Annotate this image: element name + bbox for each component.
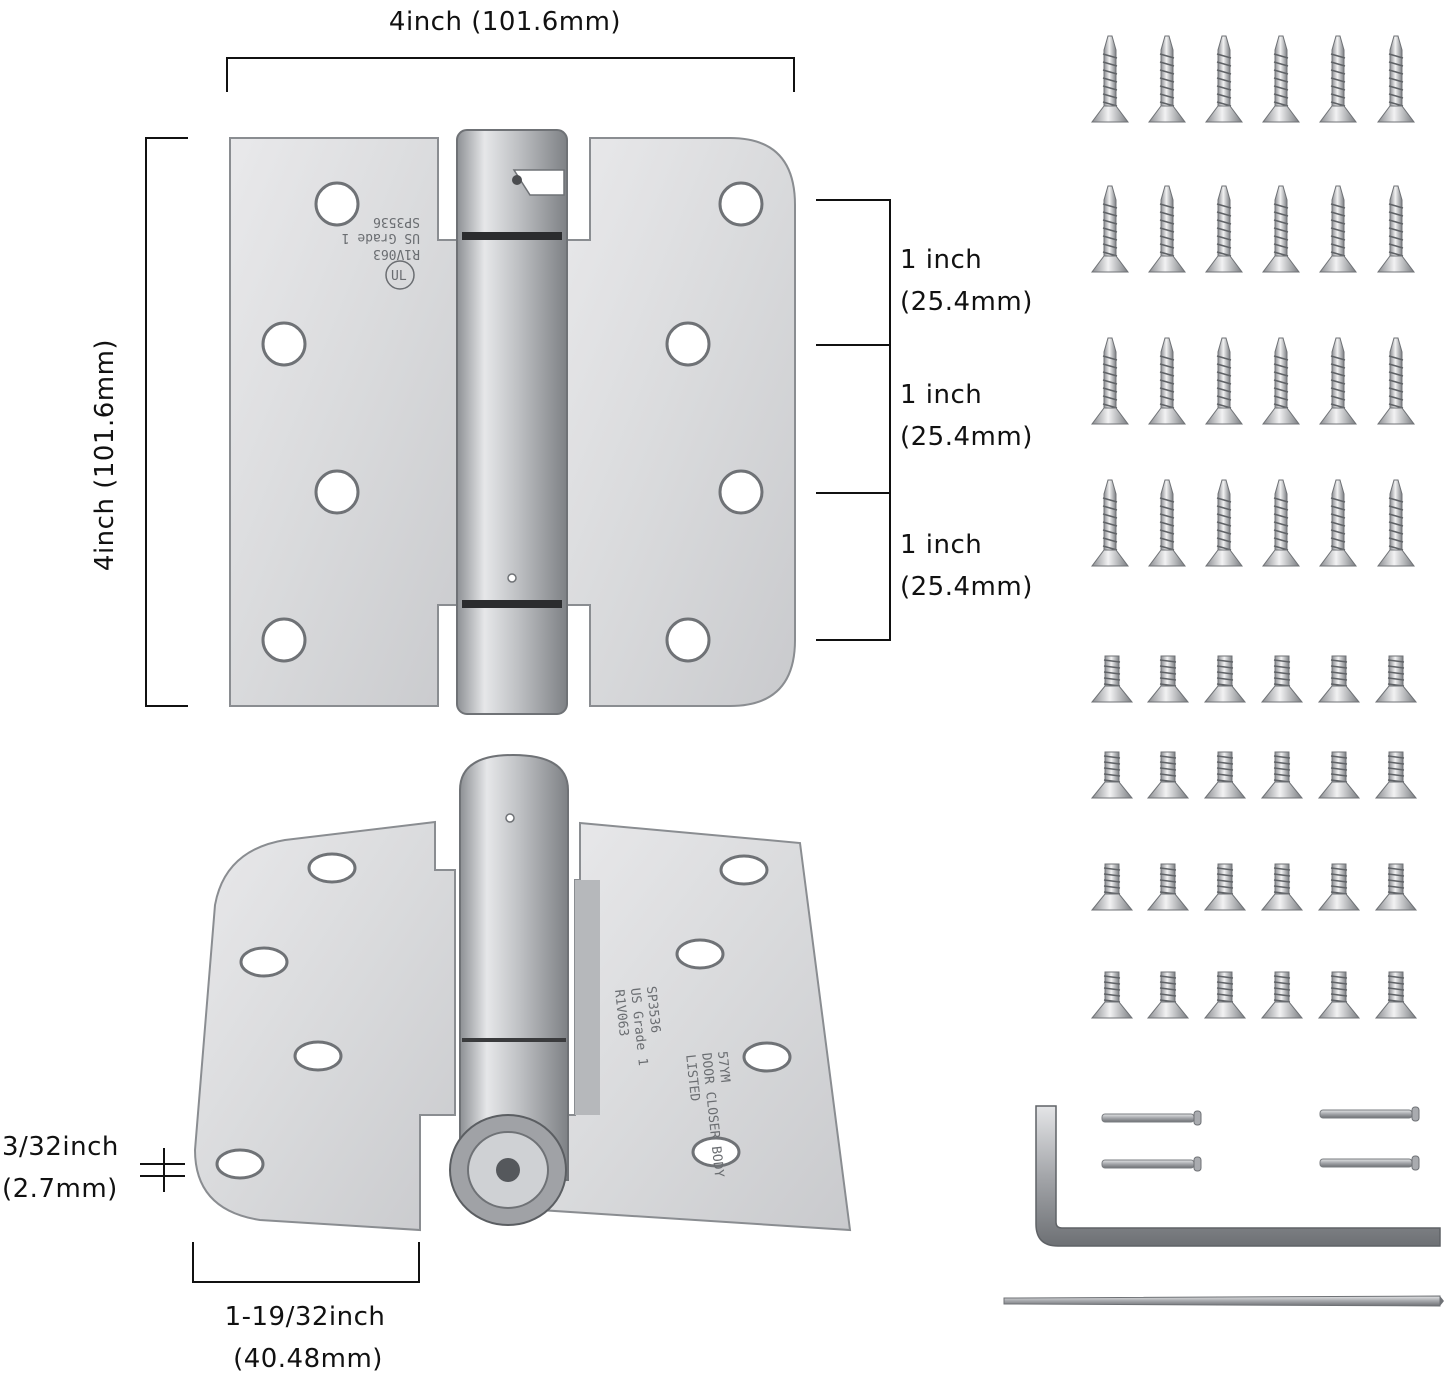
ul-logo: UL	[385, 260, 415, 290]
hinge-front-view: R1V063 US Grade 1 SP3536 UL	[229, 129, 796, 715]
wood-screw-icon	[1091, 35, 1415, 123]
thickness-inch: 3/32inch	[2, 1132, 119, 1162]
svg-text:SP3536: SP3536	[643, 986, 663, 1034]
thickness-mm: (2.7mm)	[2, 1174, 118, 1204]
machine-screws-grid	[1091, 655, 1417, 1019]
wood-screw-icon	[1091, 479, 1415, 567]
spacing-2-mm: (25.4mm)	[900, 422, 1033, 452]
width-dimension-label: 4inch (101.6mm)	[389, 7, 621, 37]
leaf-width-inch: 1-19/32inch	[225, 1302, 386, 1332]
svg-text:R1V063: R1V063	[373, 246, 420, 261]
spacing-1-mm: (25.4mm)	[900, 287, 1033, 317]
svg-text:SP3536: SP3536	[373, 214, 420, 229]
pin-icon	[1101, 1106, 1420, 1172]
svg-text:57YM: 57YM	[714, 1050, 732, 1083]
hole-spacing-dimensions: 1 inch (25.4mm) 1 inch (25.4mm) 1 inch (…	[816, 199, 1033, 641]
machine-screw-icon	[1091, 863, 1417, 911]
spacing-3-inch: 1 inch	[900, 530, 982, 560]
machine-screw-icon	[1091, 971, 1417, 1019]
machine-screw-icon	[1091, 655, 1417, 703]
machine-screw-icon	[1091, 751, 1417, 799]
svg-text:R1V063: R1V063	[611, 989, 631, 1037]
spacing-1-inch: 1 inch	[900, 245, 982, 275]
hex-key-icon	[1035, 1105, 1441, 1247]
svg-text:UL: UL	[391, 269, 407, 284]
svg-text:LISTED: LISTED	[682, 1054, 702, 1102]
wood-screw-icon	[1091, 185, 1415, 273]
leaf-width-mm: (40.48mm)	[233, 1344, 383, 1374]
wood-screw-icon	[1091, 337, 1415, 425]
engraving-front: R1V063 US Grade 1 SP3536	[342, 214, 420, 261]
spacing-2-inch: 1 inch	[900, 380, 982, 410]
leaf-width-dimension: 1-19/32inch (40.48mm)	[192, 1242, 420, 1374]
width-dimension: 4inch (101.6mm)	[226, 7, 795, 92]
mounting-holes-perspective	[215, 852, 792, 1180]
hinge-perspective-view: R1V063 US Grade 1 SP3536 LISTED DOOR CLO…	[193, 753, 852, 1232]
height-dimension: 4inch (101.6mm)	[90, 137, 188, 707]
tension-rod-icon	[1003, 1295, 1444, 1307]
thickness-dimension: 3/32inch (2.7mm)	[2, 1132, 185, 1204]
height-dimension-label: 4inch (101.6mm)	[90, 339, 120, 571]
svg-text:US Grade 1: US Grade 1	[342, 230, 420, 245]
spacing-3-mm: (25.4mm)	[900, 572, 1033, 602]
wood-screws-grid	[1091, 35, 1415, 567]
mounting-holes-front	[261, 181, 764, 663]
